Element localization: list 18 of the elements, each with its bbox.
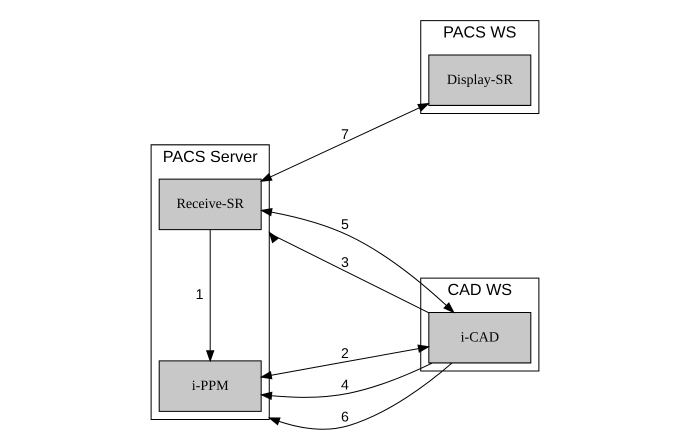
edge-label: 2: [340, 345, 348, 362]
edge-label: 1: [195, 286, 204, 302]
edge-label: 4: [340, 376, 348, 392]
node-box: Receive-SR: [158, 178, 262, 230]
arrow: [259, 208, 454, 314]
arrow: [205, 230, 214, 362]
edge-label: 6: [340, 408, 348, 425]
edge-label: 3: [340, 254, 348, 270]
node-box: i-CAD: [428, 312, 531, 364]
node-box: Display-SR: [428, 54, 531, 106]
arrow: [259, 344, 430, 380]
arrow: [259, 362, 432, 400]
edge-label: 7: [340, 126, 348, 142]
arrow: [259, 102, 430, 182]
node-box: i-PPM: [158, 360, 262, 412]
arrow: [268, 231, 428, 314]
arrow: [267, 362, 452, 430]
edge-label: 5: [340, 216, 348, 232]
